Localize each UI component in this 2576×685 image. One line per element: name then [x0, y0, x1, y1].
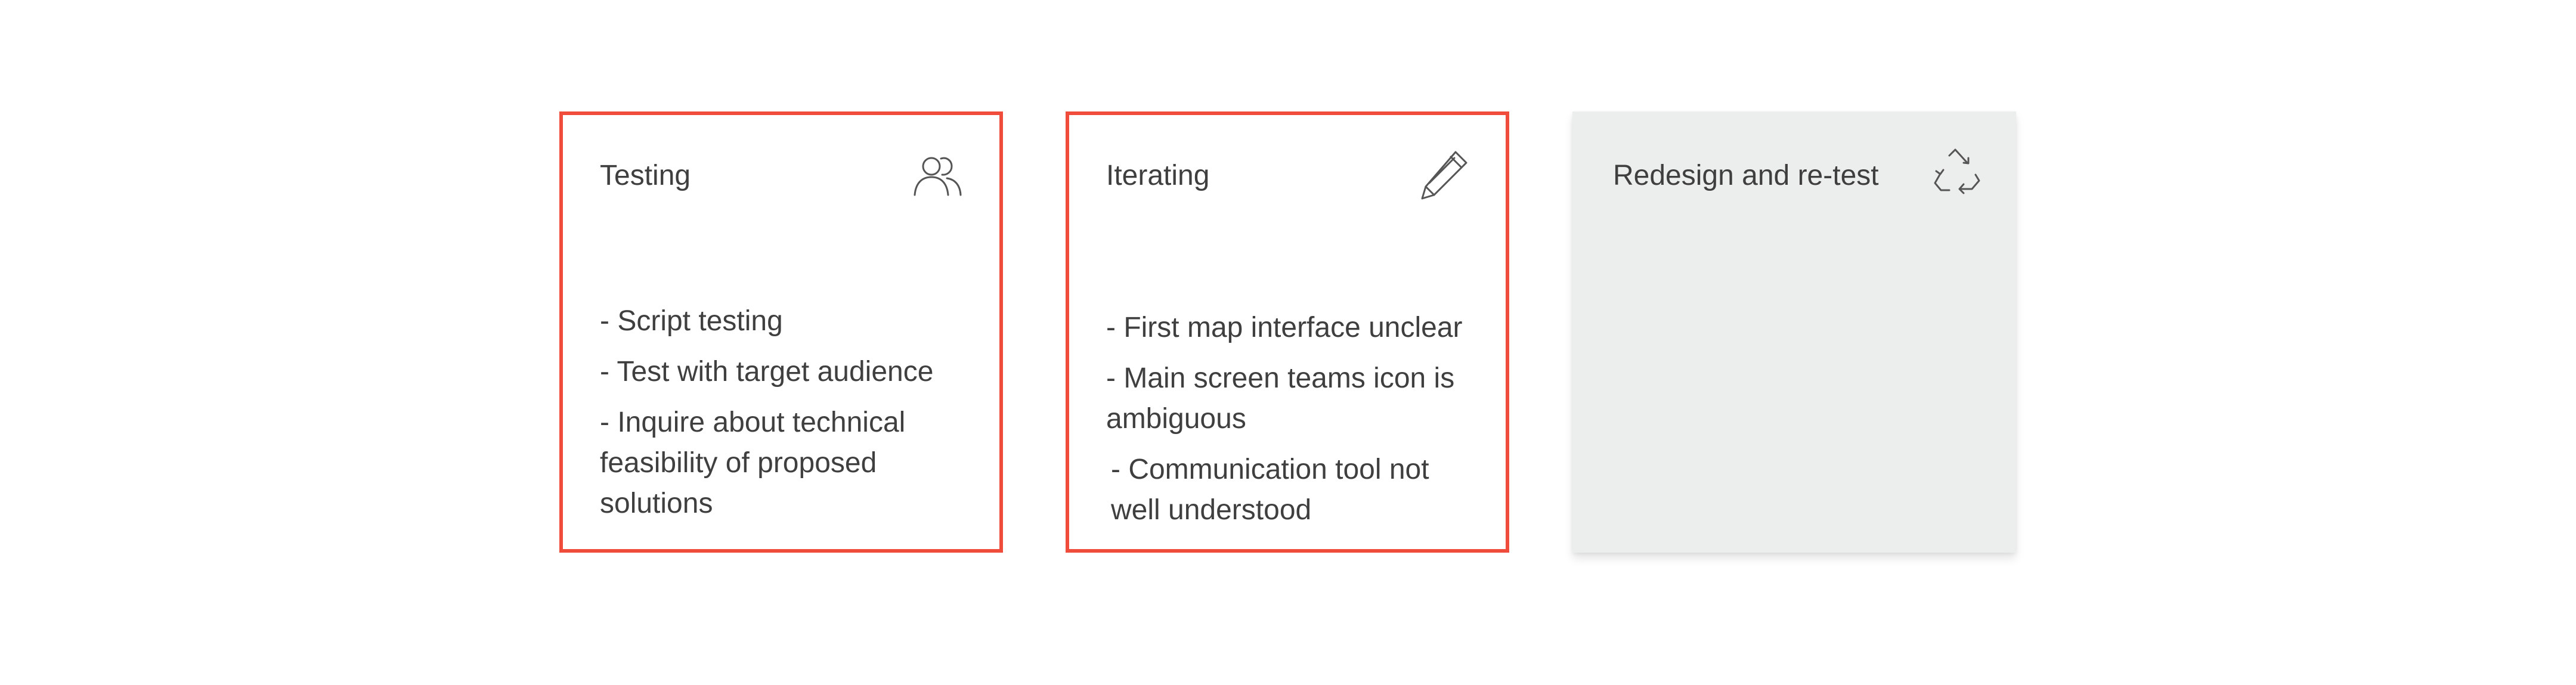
redesign-card: Redesign and re-test [1572, 111, 2016, 553]
iterating-card: Iterating - First map interface unclear … [1066, 111, 1509, 553]
card-title: Redesign and re-test [1613, 160, 1879, 191]
card-title: Iterating [1106, 160, 1210, 191]
recycle-icon [1929, 145, 1984, 200]
list-item: - Inquire about technical feasibility of… [600, 407, 906, 519]
list-item: - Test with target audience [600, 356, 934, 388]
list-item: - Script testing [600, 305, 783, 337]
testing-list: - Script testing - Test with target audi… [600, 301, 976, 534]
iterating-list: - First map interface unclear - Main scr… [1106, 308, 1482, 541]
list-item: - Main screen teams icon is ambiguous [1106, 362, 1455, 435]
users-icon [910, 148, 965, 203]
card-title: Testing [600, 160, 691, 191]
list-item: - Communication tool not well understood [1111, 454, 1429, 526]
pencil-icon [1416, 147, 1471, 202]
list-item: - First map interface unclear [1106, 312, 1463, 343]
testing-card: Testing - Script testing - Test with tar… [559, 111, 1003, 553]
